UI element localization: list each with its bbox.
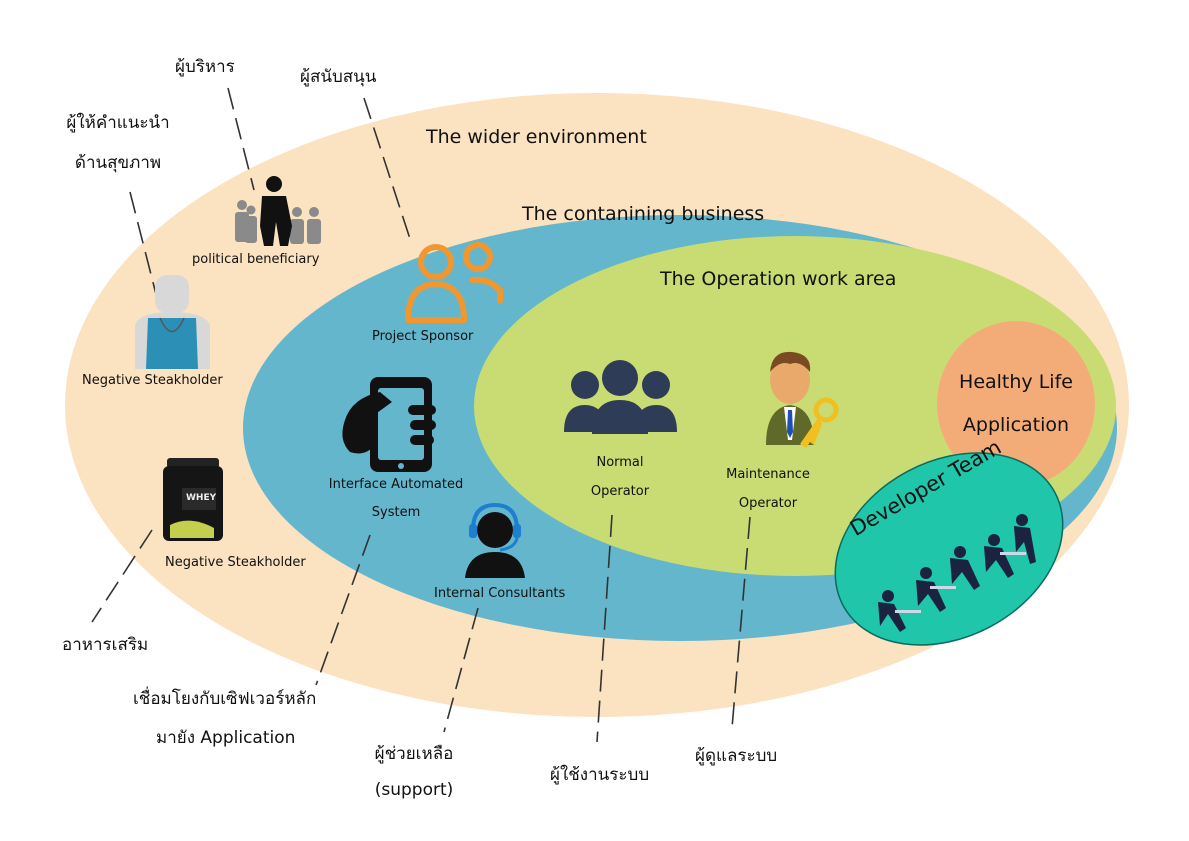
supplement-thai-label: อาหารเสริม [62,635,149,655]
helper-thai-label-1: ผู้ช่วยเหลือ [374,744,454,764]
server-link-thai-label-2: มายัง Application [156,728,296,748]
healthy-life-title: Healthy Life [959,371,1073,393]
whey-protein-supplement-icon: WHEY [163,458,223,541]
project-sponsor-icon [405,242,503,323]
health-advisor-thai-label-1: ผู้ให้คำแนะนำ [66,113,170,133]
wider-environment-title: The wider environment [426,126,647,148]
leader-admin [731,516,751,729]
leader-user [596,514,613,743]
interface-system-label: System [371,505,421,520]
application-title: Application [962,414,1070,436]
leader-server-link [315,534,371,686]
maintenance-operator-label-1: Maintenance [726,467,810,482]
negative-steakholder-label-1: Negative Steakholder [82,373,223,388]
svg-text:WHEY: WHEY [186,493,217,503]
normal-operator-label-1: Normal [596,455,644,470]
containing-business-title: The contanining business [522,203,765,225]
helper-thai-label-2: (support) [374,780,454,800]
leader-supplement [91,529,153,623]
phone-hand-icon [342,377,436,472]
maintenance-operator-label-2: Operator [738,496,798,511]
operator-group-icon [564,360,677,434]
interface-automated-label: Interface Automated [328,477,464,492]
leader-supporter [363,97,413,246]
admin-thai-label: ผู้ดูแลระบบ [695,746,778,766]
developer-team-silhouettes-icon [878,514,1036,632]
supporter-thai-label: ผู้สนับสนุน [300,67,377,87]
project-sponsor-label: Project Sponsor [372,329,474,344]
executive-thai-label: ผู้บริหาร [175,57,235,77]
leader-executive [227,87,255,191]
negative-steakholder-label-2: Negative Steakholder [165,555,306,570]
operation-area-title: The Operation work area [660,268,897,290]
health-advisor-thai-label-2: ด้านสุขภาพ [74,153,162,173]
normal-operator-label-2: Operator [590,484,650,499]
political-beneficiary-label: political beneficiary [192,252,320,267]
maintenance-operator-icon [766,351,839,448]
businessman-crowd-icon [235,176,321,246]
negative-steakholder-person-icon [135,275,210,369]
healthy-life-app-circle [937,321,1095,487]
internal-consultants-label: Internal Consultants [434,586,566,601]
server-link-thai-label-1: เชื่อมโยงกับเซิฟเวอร์หลัก [133,689,317,709]
leader-health-advisor [129,191,159,303]
headset-consultant-icon [465,502,525,578]
user-thai-label: ผู้ใช้งานระบบ [550,765,650,785]
leader-helper [443,607,479,733]
